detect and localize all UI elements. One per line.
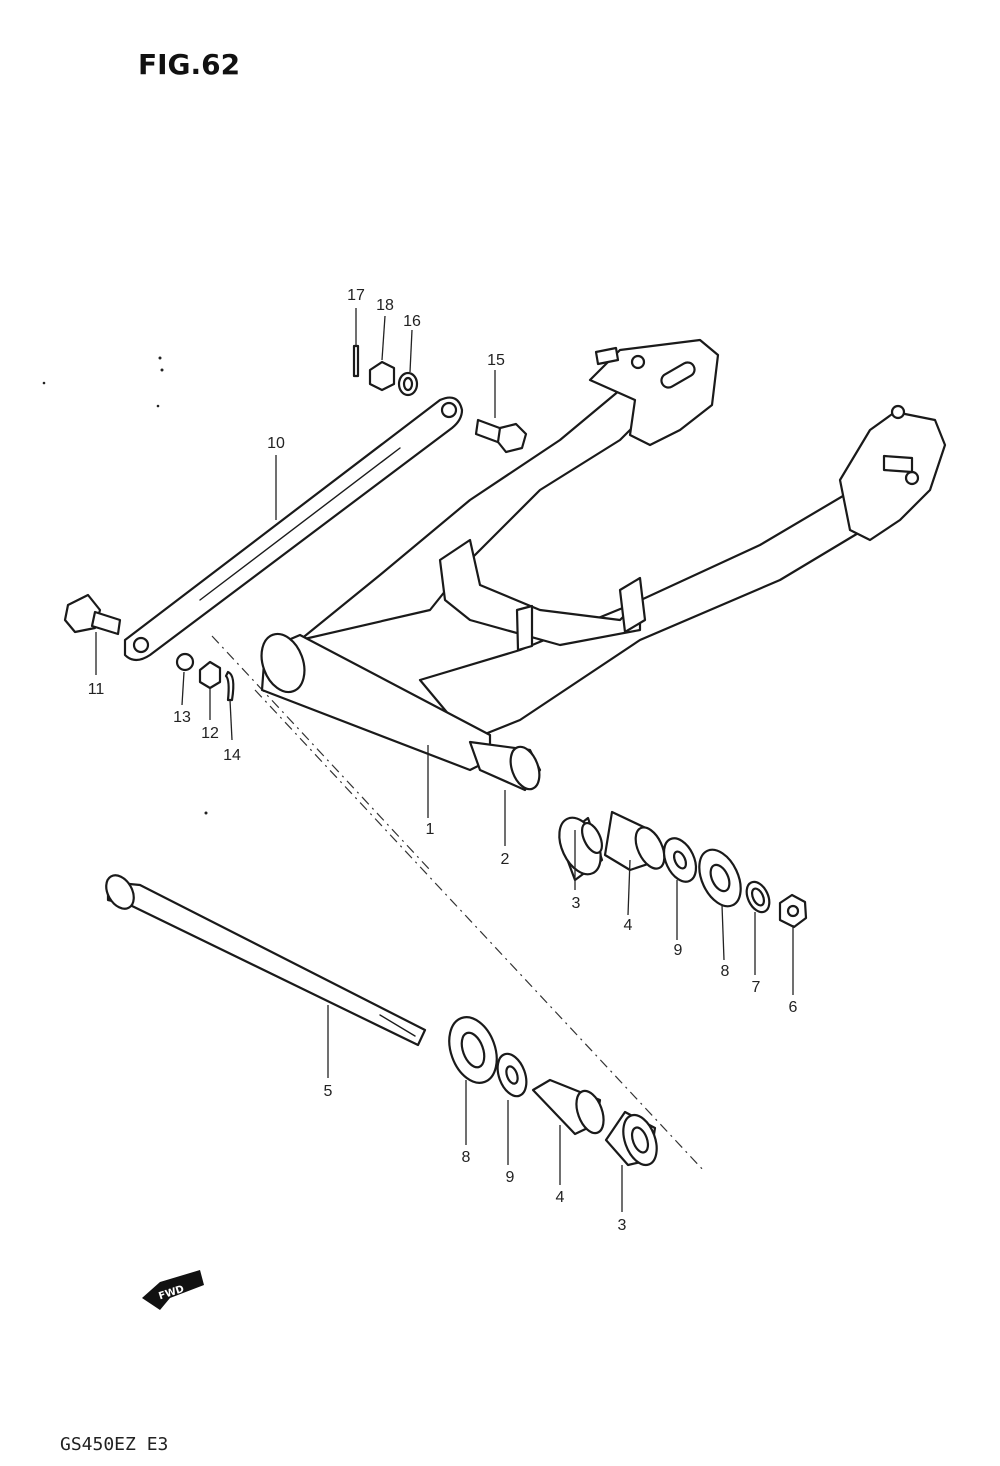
axis-center-lines <box>211 635 706 1173</box>
callout-4b: 4 <box>556 1189 565 1206</box>
bolt-11 <box>63 593 122 636</box>
bolt-15 <box>474 418 528 454</box>
callout-labels: 17 18 16 15 10 11 13 12 14 1 2 3 4 9 8 7… <box>88 287 798 1234</box>
callout-10: 10 <box>267 435 285 452</box>
callout-5: 5 <box>324 1083 333 1100</box>
model-code: GS450EZ E3 <box>60 1434 168 1455</box>
callout-8b: 8 <box>462 1149 471 1166</box>
callout-12: 12 <box>201 725 219 742</box>
callout-13: 13 <box>173 709 191 726</box>
callout-6: 6 <box>789 999 798 1016</box>
small-hardware-group-b <box>352 344 419 397</box>
callout-15: 15 <box>487 352 505 369</box>
swingarm <box>260 338 947 792</box>
callout-9a: 9 <box>674 942 683 959</box>
forward-arrow-icon: FWD <box>142 1270 204 1310</box>
callout-14: 14 <box>223 747 241 764</box>
right-pivot-stack <box>558 810 808 929</box>
callout-3b: 3 <box>618 1217 627 1234</box>
callout-9b: 9 <box>506 1169 515 1186</box>
callout-16: 16 <box>403 313 421 330</box>
callout-4a: 4 <box>624 917 633 934</box>
callout-1: 1 <box>426 821 435 838</box>
callout-7: 7 <box>752 979 761 996</box>
pivot-shaft <box>105 874 427 1047</box>
callout-17: 17 <box>347 287 365 304</box>
callout-3a: 3 <box>572 895 581 912</box>
callout-11: 11 <box>88 681 105 698</box>
leader-lines <box>95 308 794 1212</box>
callout-18: 18 <box>376 297 394 314</box>
torque-link <box>123 396 464 662</box>
left-pivot-stack <box>448 1016 658 1167</box>
callout-2: 2 <box>501 851 510 868</box>
callout-8a: 8 <box>721 963 730 980</box>
small-hardware-group-a <box>175 652 235 702</box>
figure-title: FIG.62 <box>138 48 240 81</box>
